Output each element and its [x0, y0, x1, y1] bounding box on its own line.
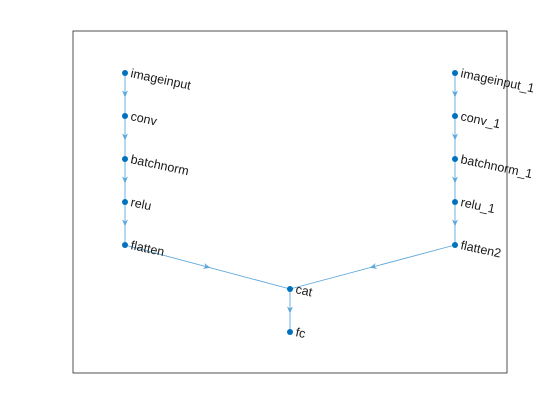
- node-imageinput_1[interactable]: [452, 70, 458, 76]
- arrowhead-conv_1-to-batchnorm_1: [452, 133, 458, 141]
- arrowhead-imageinput-to-conv: [122, 90, 128, 98]
- arrowhead-conv-to-batchnorm: [122, 133, 128, 141]
- node-label-fc: fc: [294, 325, 306, 341]
- node-label-imageinput: imageinput: [129, 66, 192, 93]
- edges-layer: [122, 73, 458, 332]
- arrowhead-flatten2-to-cat: [369, 263, 378, 269]
- node-relu_1[interactable]: [452, 199, 458, 205]
- node-fc[interactable]: [287, 329, 293, 335]
- node-batchnorm_1[interactable]: [452, 156, 458, 162]
- arrowhead-relu-to-flatten: [122, 219, 128, 227]
- node-label-cat: cat: [294, 282, 314, 299]
- node-label-imageinput_1: imageinput_1: [459, 66, 535, 95]
- node-label-flatten: flatten: [129, 238, 165, 259]
- node-label-relu: relu: [129, 195, 152, 213]
- node-cat[interactable]: [287, 286, 293, 292]
- node-conv[interactable]: [122, 113, 128, 119]
- node-label-conv: conv: [129, 109, 158, 128]
- arrowhead-cat-to-fc: [287, 306, 293, 314]
- arrowhead-imageinput_1-to-conv_1: [452, 90, 458, 98]
- node-label-relu_1: relu_1: [459, 195, 496, 216]
- arrowhead-relu_1-to-flatten2: [452, 219, 458, 227]
- axes-box: [72, 30, 508, 374]
- node-label-flatten2: flatten2: [459, 238, 502, 260]
- node-label-conv_1: conv_1: [459, 109, 501, 131]
- node-label-batchnorm_1: batchnorm_1: [459, 152, 533, 181]
- node-label-batchnorm: batchnorm: [129, 152, 190, 178]
- node-conv_1[interactable]: [452, 113, 458, 119]
- arrowhead-flatten-to-cat: [202, 263, 211, 269]
- nodes-layer: imageinput conv batchnorm relu flatten imagei…: [122, 66, 536, 341]
- node-relu[interactable]: [122, 199, 128, 205]
- node-flatten2[interactable]: [452, 242, 458, 248]
- arrowhead-batchnorm-to-relu: [122, 176, 128, 184]
- node-imageinput[interactable]: [122, 70, 128, 76]
- node-flatten[interactable]: [122, 242, 128, 248]
- arrowhead-batchnorm_1-to-relu_1: [452, 176, 458, 184]
- node-batchnorm[interactable]: [122, 156, 128, 162]
